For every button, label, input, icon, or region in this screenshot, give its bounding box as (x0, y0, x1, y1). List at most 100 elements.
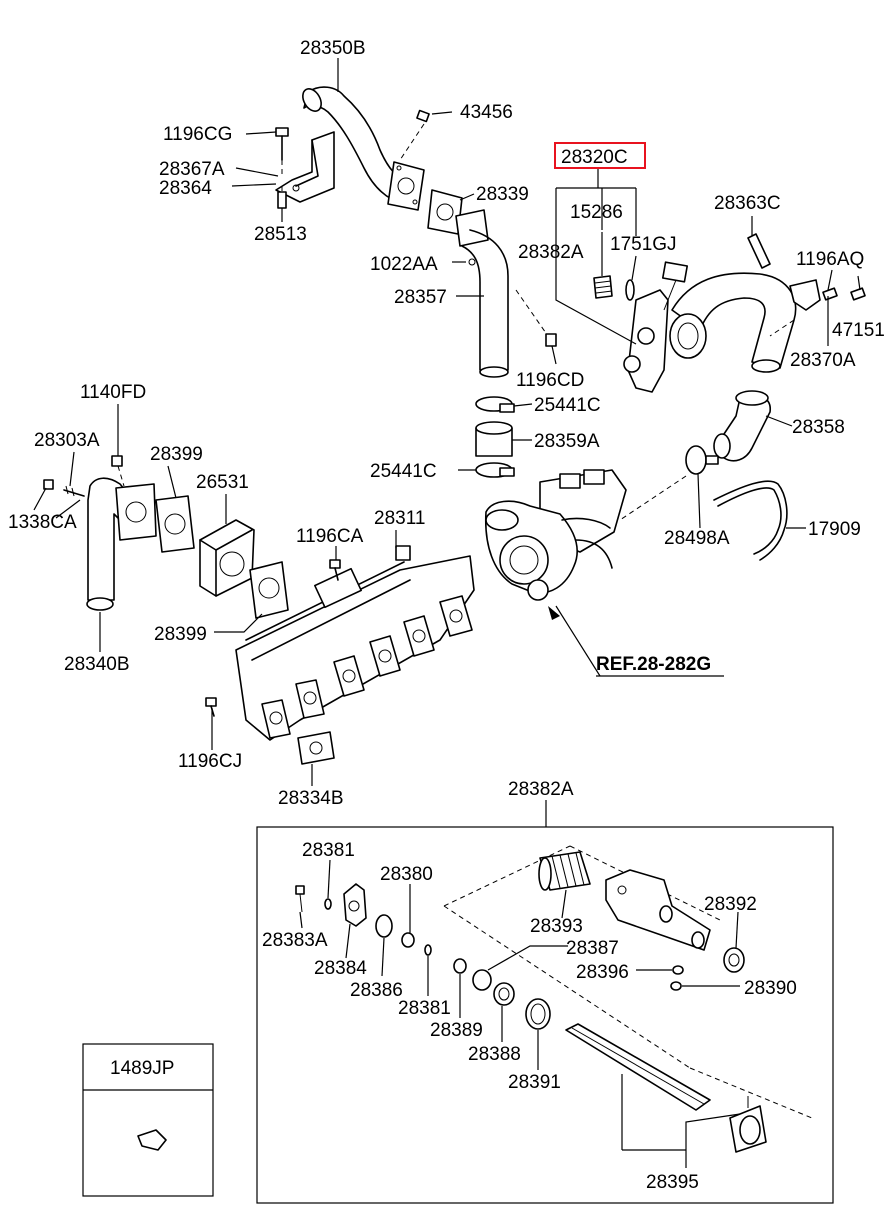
ring-28381-b (424, 944, 432, 956)
shaft-28395 (565, 1023, 767, 1153)
label-28311: 28311 (374, 508, 425, 529)
label-25441C-upper: 25441C (534, 395, 601, 416)
oring-28386 (375, 914, 393, 938)
stud-28303A (63, 485, 85, 497)
exhaust-manifold-28311 (235, 545, 475, 741)
label-28380: 28380 (380, 864, 433, 885)
pipe-28340B (86, 477, 157, 611)
label-43456: 43456 (460, 102, 513, 123)
label-28339: 28339 (476, 184, 529, 205)
label-28381-b: 28381 (398, 998, 451, 1019)
label-28384: 28384 (314, 958, 367, 979)
label-28386: 28386 (350, 980, 403, 1001)
turbocharger (484, 469, 627, 601)
pin-28513 (277, 186, 287, 209)
pipe-28357 (455, 209, 557, 378)
label-1338CA: 1338CA (8, 512, 77, 533)
label-28393: 28393 (530, 916, 583, 937)
hose-17909 (713, 480, 788, 561)
nut-28380 (401, 932, 415, 948)
spring-28393 (538, 851, 591, 891)
washer-28390 (670, 981, 682, 991)
label-28303A: 28303A (34, 430, 100, 451)
hose-28359A (475, 421, 513, 457)
spring-15286 (593, 275, 613, 299)
manifold-port-1 (261, 699, 291, 739)
label-15286: 15286 (570, 202, 623, 223)
label-1196CD: 1196CD (516, 370, 584, 391)
label-25441C-lower: 25441C (370, 461, 437, 482)
label-28357: 28357 (394, 287, 447, 308)
bracket-28370A (769, 279, 866, 337)
ref-arrow-head (548, 606, 560, 620)
label-28388: 28388 (468, 1044, 521, 1065)
bolt-1196CG (275, 127, 289, 178)
label-28383A: 28383A (262, 930, 328, 951)
label-28513: 28513 (254, 224, 307, 245)
manifold-port-4 (369, 635, 401, 677)
label-1196CJ: 1196CJ (178, 751, 242, 772)
part-labels: 28350B 43456 1196CG 28367A 28364 28339 2… (8, 38, 885, 1193)
manifold-port-3 (333, 655, 365, 697)
flange-28384 (343, 883, 367, 927)
label-28320C: 28320C (561, 147, 628, 168)
gasket-28399-b (249, 561, 289, 619)
label-ref-28-282G: REF.28-282G (596, 654, 711, 675)
label-1196CG: 1196CG (163, 124, 232, 145)
ring-28387 (472, 969, 492, 991)
label-1022AA: 1022AA (370, 254, 438, 275)
bracket-28367A (275, 131, 335, 203)
label-28334B: 28334B (278, 788, 344, 809)
valve-housing (605, 869, 711, 951)
label-28363C: 28363C (714, 193, 781, 214)
label-28390: 28390 (744, 978, 797, 999)
bolt-43456 (399, 109, 430, 161)
manifold-port-6 (439, 595, 473, 637)
label-1196CA: 1196CA (296, 526, 364, 547)
label-28396: 28396 (576, 962, 629, 983)
gasket-1751GJ (625, 279, 635, 301)
clamp-25441C-upper (475, 396, 515, 413)
label-28350B: 28350B (300, 38, 366, 59)
cap-28392 (723, 947, 745, 973)
bolt-1196CA (329, 559, 341, 581)
label-28364: 28364 (159, 178, 212, 199)
highlight-box-28320C (554, 142, 646, 169)
hose-28358 (713, 390, 771, 462)
label-28387: 28387 (566, 938, 619, 959)
clamp-25441C-lower (475, 462, 515, 478)
wastegate-actuator-28382A (623, 261, 689, 393)
spacer-26531 (199, 519, 255, 597)
detail-box-perspective-lines (443, 845, 813, 1119)
manifold-port-2 (295, 679, 325, 719)
label-28340B: 28340B (64, 654, 130, 675)
label-28382A-top: 28382A (518, 242, 584, 263)
washer-28396 (672, 965, 684, 975)
label-28382A-detail: 28382A (508, 779, 574, 800)
label-28399-a: 28399 (150, 444, 203, 465)
label-28381-a: 28381 (302, 840, 355, 861)
label-1196AQ: 1196AQ (796, 249, 864, 270)
label-28359A: 28359A (534, 431, 600, 452)
gasket-28399-a (155, 495, 195, 553)
label-1751GJ: 1751GJ (610, 234, 677, 255)
label-28370A: 28370A (790, 350, 856, 371)
part-box-1489JP (82, 1043, 214, 1197)
bolt-1196CJ (205, 697, 217, 717)
seal-28391 (525, 998, 551, 1030)
pipe-28363C (669, 233, 797, 373)
detail-box-28382A (256, 826, 834, 1204)
label-28399-b: 28399 (154, 624, 207, 645)
manifold-port-5 (403, 615, 435, 657)
label-28391: 28391 (508, 1072, 561, 1093)
label-1140FD: 1140FD (80, 382, 146, 403)
nut-1338CA (43, 479, 54, 490)
pipe-28350B (302, 86, 425, 211)
label-28389: 28389 (430, 1020, 483, 1041)
gasket-28334B (297, 731, 335, 765)
bolt-1140FD (111, 455, 125, 487)
screw-28383A (295, 885, 305, 913)
clamp-28498A (619, 445, 719, 521)
label-28367A: 28367A (159, 159, 225, 180)
